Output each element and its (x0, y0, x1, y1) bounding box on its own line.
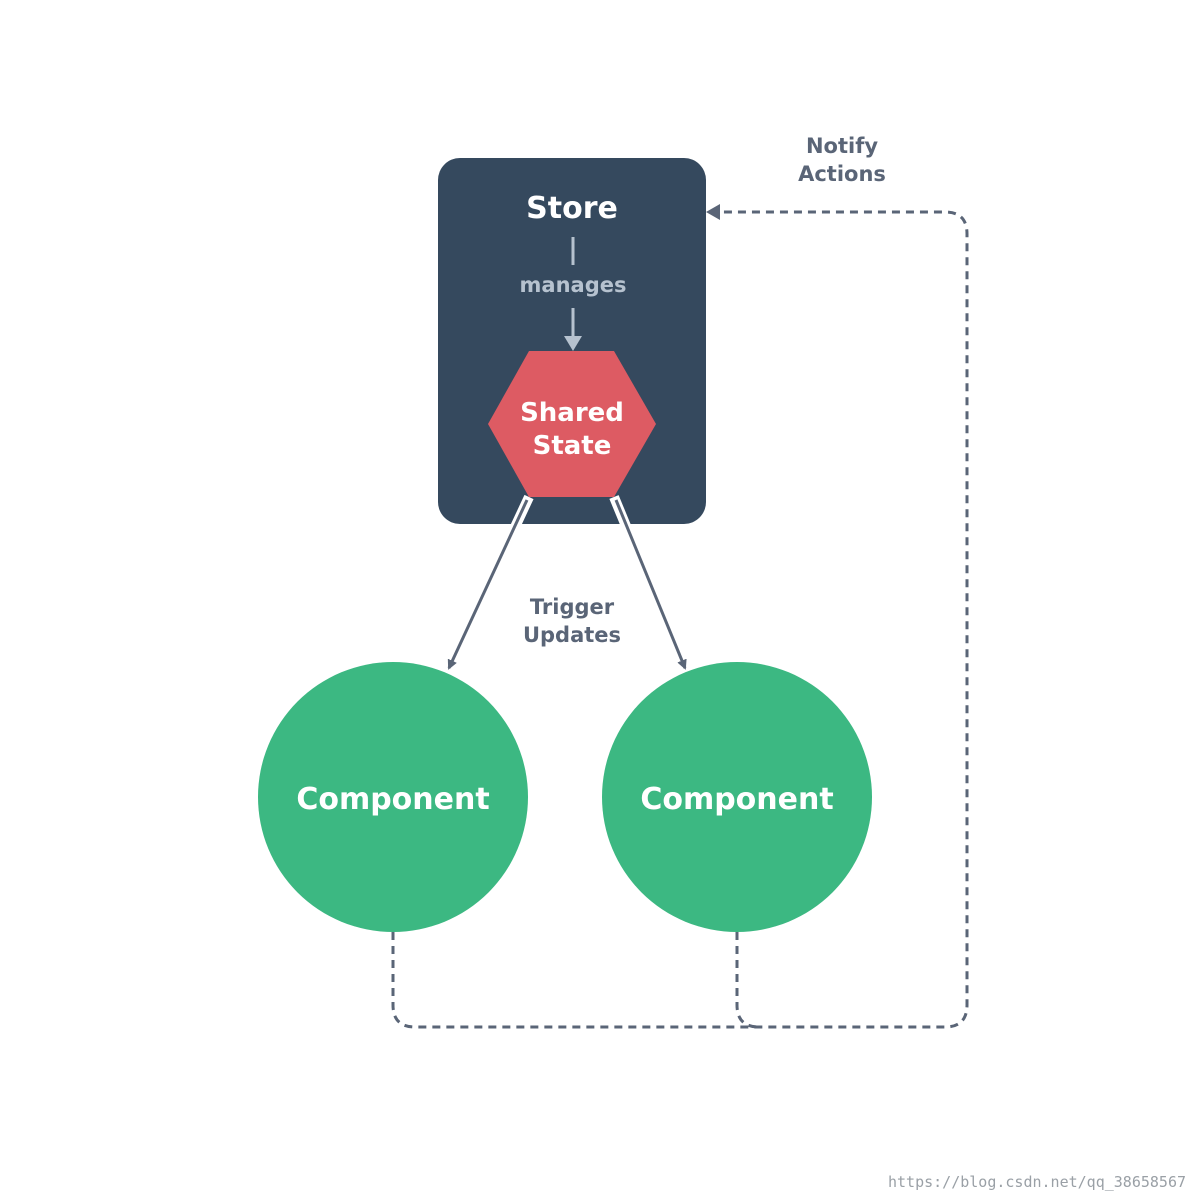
shared-state-hexagon (488, 351, 656, 497)
trigger-arrow-right (614, 499, 687, 670)
notify-dashed-path-right (735, 932, 760, 1029)
notify-dashed-path-left (391, 210, 969, 1029)
notify-label-line1: Notify (806, 134, 878, 158)
component-left (258, 662, 528, 932)
trigger-label-line1: Trigger (530, 595, 615, 619)
store-title: Store (526, 191, 618, 226)
notify-label-line2: Actions (798, 162, 886, 186)
component-left-label: Component (296, 782, 489, 817)
manages-label: manages (520, 273, 627, 297)
component-right-label: Component (640, 782, 833, 817)
trigger-label-line2: Updates (523, 623, 621, 647)
trigger-arrow-left (447, 499, 529, 670)
shared-state-line2: State (533, 431, 612, 461)
watermark-text: https://blog.csdn.net/qq_38658567 (888, 1173, 1186, 1191)
manages-arrowhead (564, 336, 582, 351)
shared-state-line1: Shared (520, 398, 624, 428)
notify-arrowhead (706, 204, 720, 220)
component-right (602, 662, 872, 932)
